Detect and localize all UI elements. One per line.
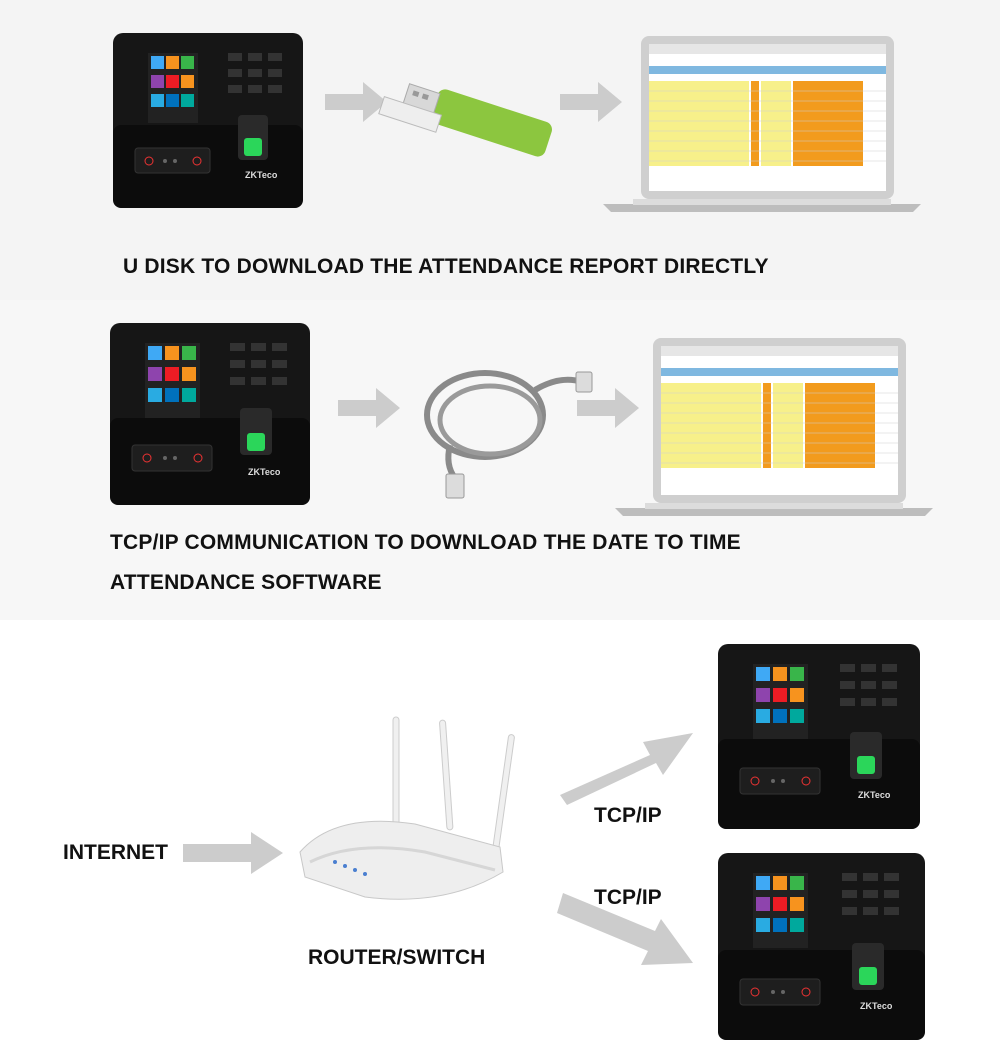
internet-label: INTERNET bbox=[63, 841, 168, 864]
network-terminal-top-brand: ZKTeco bbox=[858, 790, 891, 800]
arrow-icon bbox=[338, 388, 400, 428]
arrow-icon bbox=[557, 893, 693, 965]
usb-terminal-brand: ZKTeco bbox=[245, 170, 278, 180]
arrow-icon bbox=[577, 388, 639, 428]
tcp-caption-line1: TCP/IP COMMUNICATION TO DOWNLOAD THE DAT… bbox=[110, 531, 741, 554]
ethernet-cable-icon bbox=[424, 370, 593, 499]
laptop-spreadsheet-icon bbox=[615, 338, 933, 516]
tcp-terminal-device: ZKTeco bbox=[110, 323, 310, 505]
router-label: ROUTER/SWITCH bbox=[308, 946, 486, 969]
network-terminal-bottom-brand: ZKTeco bbox=[860, 1001, 893, 1011]
arrow-icon bbox=[560, 82, 622, 122]
tcp-caption-line2: ATTENDANCE SOFTWARE bbox=[110, 571, 382, 594]
usb-drive-icon bbox=[378, 83, 552, 157]
arrow-icon bbox=[560, 733, 693, 805]
tcp-terminal-brand: ZKTeco bbox=[248, 467, 281, 477]
arrow-icon bbox=[325, 82, 387, 122]
tcp-link-bottom-label: TCP/IP bbox=[594, 886, 662, 909]
arrow-icon bbox=[183, 832, 283, 874]
network-terminal-device-bottom: ZKTeco bbox=[718, 853, 925, 1040]
laptop-spreadsheet-icon bbox=[603, 36, 921, 212]
router-icon bbox=[299, 716, 515, 900]
tcp-link-top-label: TCP/IP bbox=[594, 804, 662, 827]
network-terminal-device-top: ZKTeco bbox=[718, 644, 920, 829]
usb-caption: U DISK TO DOWNLOAD THE ATTENDANCE REPORT… bbox=[123, 255, 769, 278]
usb-terminal-device: ZKTeco bbox=[113, 33, 303, 208]
